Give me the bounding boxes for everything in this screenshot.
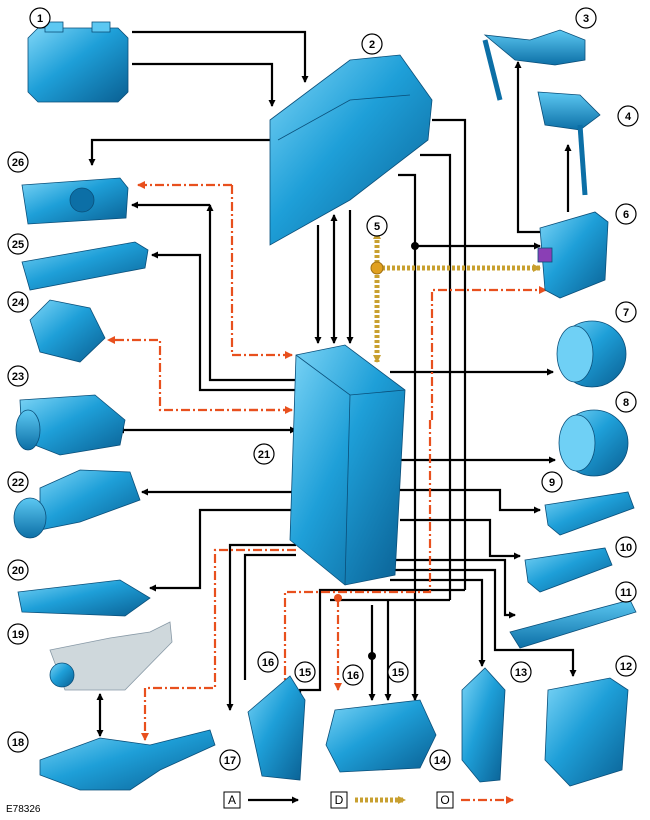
callout-circle-17 — [219, 749, 241, 771]
splice-node — [370, 261, 384, 275]
callout-label-13: 13 — [515, 667, 527, 679]
callout-label-26: 26 — [12, 157, 24, 169]
wires-dotted — [373, 231, 541, 363]
callout-circle-5 — [366, 215, 388, 237]
callout-label-5: 5 — [374, 221, 380, 233]
callout-circle-12 — [615, 655, 637, 677]
callout-circle-7 — [615, 301, 637, 323]
callout-circle-22 — [7, 471, 29, 493]
callout-label-14: 14 — [434, 755, 447, 767]
callout-circle-15b — [387, 661, 409, 683]
callout-circle-15 — [294, 661, 316, 683]
wires-solid — [88, 30, 577, 737]
callout-label-1: 1 — [37, 13, 43, 25]
callout-circle-3 — [575, 7, 597, 29]
legend-key-A: A — [228, 793, 236, 807]
callout-circle-8 — [615, 391, 637, 413]
callout-circle-6 — [615, 203, 637, 225]
callout-label-24: 24 — [12, 297, 25, 309]
callout-label-19: 19 — [12, 629, 24, 641]
callout-circle-1 — [29, 7, 51, 29]
callout-circle-4 — [617, 105, 639, 127]
callout-circle-11 — [615, 581, 637, 603]
callout-label-16b: 16 — [347, 670, 359, 682]
callout-label-6: 6 — [623, 209, 629, 221]
callout-circle-2 — [361, 33, 383, 55]
legend-key-box-A — [223, 791, 241, 809]
callout-label-8: 8 — [623, 397, 629, 409]
callout-label-15: 15 — [299, 667, 311, 679]
callout-circle-10 — [615, 536, 637, 558]
callout-circle-25 — [7, 233, 29, 255]
callout-label-23: 23 — [12, 371, 24, 383]
callout-circle-23 — [7, 365, 29, 387]
callout-label-17: 17 — [224, 755, 236, 767]
figure-ref: E78326 — [6, 804, 41, 815]
callout-circle-9 — [541, 471, 563, 493]
callout-circle-24 — [7, 291, 29, 313]
callout-label-20: 20 — [12, 565, 24, 577]
callout-label-21: 21 — [258, 449, 270, 461]
callout-label-11: 11 — [620, 587, 632, 599]
callout-label-3: 3 — [583, 13, 589, 25]
callout-label-12: 12 — [620, 661, 632, 673]
callout-label-18: 18 — [12, 737, 24, 749]
legend-key-D: D — [335, 793, 344, 807]
callout-label-25: 25 — [12, 239, 24, 251]
callout-circle-14 — [429, 749, 451, 771]
callout-label-7: 7 — [623, 307, 629, 319]
callout-label-9: 9 — [549, 477, 555, 489]
callout-label-15b: 15 — [392, 667, 404, 679]
legend-key-box-D — [330, 791, 348, 809]
callout-label-10: 10 — [620, 542, 632, 554]
callout-circle-21 — [253, 443, 275, 465]
callout-label-16: 16 — [262, 657, 274, 669]
callout-label-4: 4 — [625, 111, 632, 123]
callout-circle-26 — [7, 151, 29, 173]
callout-label-22: 22 — [12, 477, 24, 489]
component-shapes — [13, 21, 637, 791]
legend-key-O: O — [440, 793, 449, 807]
legend-key-box-O — [436, 791, 454, 809]
callout-circle-18 — [7, 731, 29, 753]
callout-circle-20 — [7, 559, 29, 581]
callout-label-2: 2 — [369, 39, 375, 51]
callout-circle-13 — [510, 661, 532, 683]
legend: A D O — [223, 791, 514, 809]
callout-circle-16b — [342, 664, 364, 686]
callout-circle-19 — [7, 623, 29, 645]
wires-dashdot — [107, 181, 547, 741]
callout-circle-16 — [257, 651, 279, 673]
